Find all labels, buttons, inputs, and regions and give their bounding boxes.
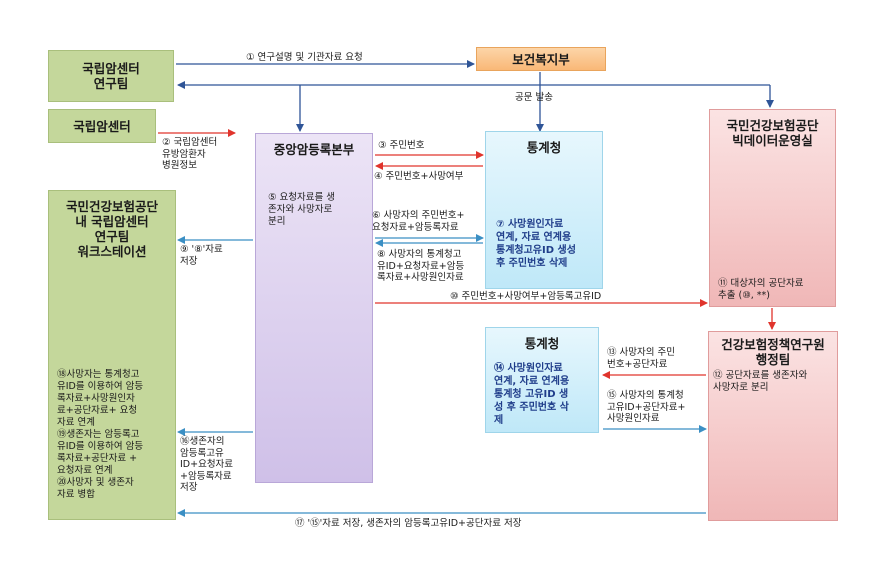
kccr-text: ⑤ 요청자료를 생 존자와 사망자로 분리 <box>268 192 335 227</box>
label-step-13: ⑬ 사망자의 주민 번호+공단자료 <box>607 347 675 370</box>
nhis-bigdata-box: 국민건강보험공단 빅데이터운영실 ⑪ 대상자의 공단자료 추출 (⑩, **) <box>709 109 836 307</box>
nhis-bigdata-text: ⑪ 대상자의 공단자료 추출 (⑩, **) <box>718 278 804 301</box>
label-step-2: ② 국립암센터 유방암환자 병원정보 <box>162 137 218 171</box>
nhis-bigdata-title: 국민건강보험공단 빅데이터운영실 <box>726 118 819 148</box>
label-step-4: ④ 주민번호+사망여부 <box>374 171 464 182</box>
label-step-15: ⑮ 사망자의 통계청 고유ID+공단자료+ 사망원인자료 <box>607 390 686 424</box>
workstation-box: 국민건강보험공단 내 국립암센터 연구팀 워크스테이션 ⑱사망자는 통계청고 유… <box>48 190 176 520</box>
label-step-9: ⑨ '⑧'자료 저장 <box>180 244 223 267</box>
nhis-policy-title: 건강보험정책연구원 행정팀 <box>721 337 825 367</box>
label-step-1: ① 연구설명 및 기관자료 요청 <box>246 52 363 63</box>
workstation-text: ⑱사망자는 통계청고 유ID를 이용하여 암등 록자료+사망원인자 료+공단자료… <box>57 369 144 500</box>
nhis-policy-text: ⑫ 공단자료를 생존자와 사망자로 분리 <box>713 370 808 393</box>
ncc-research-team-box: 국립암센터 연구팀 <box>48 50 174 102</box>
label-step-3: ③ 주민번호 <box>378 140 425 151</box>
ncc-research-team-title: 국립암센터 연구팀 <box>82 61 140 91</box>
ncc-box: 국립암센터 <box>48 109 156 143</box>
kostat-bottom-text: ⑭ 사망원인자료 연계, 자료 연계용 통계청 고유ID 생 성 후 주민번호 … <box>494 363 570 426</box>
label-step-16: ⑯생존자의 암등록고유 ID+요청자료 +암등록자료 저장 <box>180 436 234 493</box>
label-step-17: ⑰ '⑮'자료 저장, 생존자의 암등록고유ID+공단자료 저장 <box>295 518 522 529</box>
kostat-top-title: 통계청 <box>526 140 562 155</box>
kostat-top-text: ⑦ 사망원인자료 연계, 자료 연계용 통계청고유ID 생성 후 주민번호 삭제 <box>496 219 576 269</box>
kccr-box: 중앙암등록본부 ⑤ 요청자료를 생 존자와 사망자로 분리 <box>255 133 373 483</box>
mohw-box: 보건복지부 <box>476 47 606 71</box>
label-step-10: ⑩ 주민번호+사망여부+암등록고유ID <box>450 291 602 302</box>
nhis-policy-box: 건강보험정책연구원 행정팀 ⑫ 공단자료를 생존자와 사망자로 분리 <box>708 331 838 521</box>
label-step-8: ⑧ 사망자의 통계청고 유ID+요청자료+암등 록자료+사망원인자료 <box>377 249 465 283</box>
mohw-title: 보건복지부 <box>512 52 570 67</box>
label-official-letter: 공문 발송 <box>515 92 553 103</box>
kostat-top-box: 통계청 ⑦ 사망원인자료 연계, 자료 연계용 통계청고유ID 생성 후 주민번… <box>485 131 603 289</box>
workstation-title: 국민건강보험공단 내 국립암센터 연구팀 워크스테이션 <box>65 199 158 259</box>
kostat-bottom-title: 통계청 <box>524 336 560 351</box>
kostat-bottom-box: 통계청 ⑭ 사망원인자료 연계, 자료 연계용 통계청 고유ID 생 성 후 주… <box>485 327 599 433</box>
ncc-title: 국립암센터 <box>73 119 131 134</box>
label-step-6: ⑥ 사망자의 주민번호+ 요청자료+암등록자료 <box>372 210 465 233</box>
kccr-title: 중앙암등록본부 <box>273 142 355 157</box>
